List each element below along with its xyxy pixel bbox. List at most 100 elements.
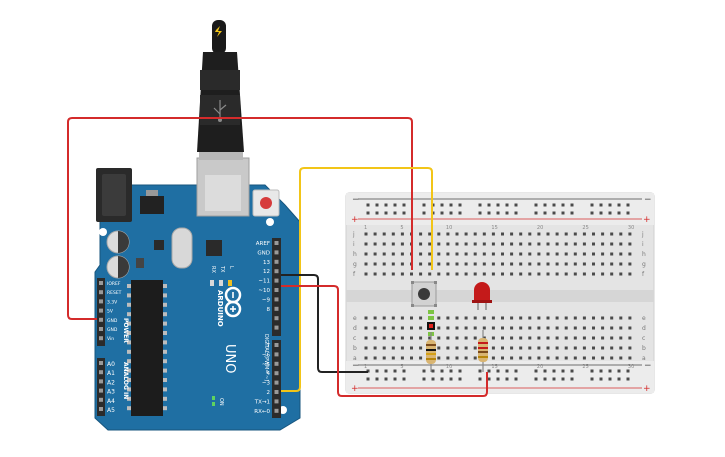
rail-hole[interactable] [570,369,574,373]
breadboard-hole[interactable] [391,262,395,266]
breadboard-hole[interactable] [382,232,386,236]
resistor-1[interactable] [426,332,436,372]
breadboard-hole[interactable] [619,262,623,266]
breadboard-hole[interactable] [473,252,477,256]
breadboard-hole[interactable] [473,316,477,320]
breadboard-hole[interactable] [491,316,495,320]
breadboard-hole[interactable] [373,336,377,340]
breadboard-hole[interactable] [373,232,377,236]
breadboard-hole[interactable] [464,316,468,320]
resistor-2[interactable] [478,330,488,372]
breadboard-hole[interactable] [482,272,486,276]
breadboard-hole[interactable] [564,272,568,276]
breadboard-hole[interactable] [610,356,614,360]
breadboard-hole[interactable] [519,336,523,340]
breadboard-hole[interactable] [455,262,459,266]
breadboard-hole[interactable] [382,346,386,350]
breadboard-hole[interactable] [555,262,559,266]
breadboard-hole[interactable] [555,326,559,330]
breadboard-hole[interactable] [564,346,568,350]
breadboard-hole[interactable] [400,356,404,360]
breadboard-hole[interactable] [510,326,514,330]
breadboard-hole[interactable] [592,356,595,360]
breadboard-hole[interactable] [437,356,441,360]
rail-hole[interactable] [375,377,379,381]
rail-hole[interactable] [552,211,556,215]
breadboard-hole[interactable] [419,336,423,340]
breadboard-hole[interactable] [528,272,532,276]
breadboard-hole[interactable] [619,356,623,360]
breadboard-hole[interactable] [382,316,386,320]
breadboard-hole[interactable] [501,316,504,320]
breadboard-hole[interactable] [446,326,450,330]
breadboard-hole[interactable] [382,262,386,266]
rail-hole[interactable] [505,211,509,215]
rail-hole[interactable] [617,369,621,373]
rail-hole[interactable] [543,211,547,215]
breadboard-hole[interactable] [446,336,450,340]
breadboard-hole[interactable] [582,336,586,340]
breadboard-hole[interactable] [555,232,559,236]
breadboard-hole[interactable] [400,326,404,330]
rail-hole[interactable] [478,211,482,215]
breadboard-hole[interactable] [455,272,459,276]
rail-hole[interactable] [478,203,482,207]
rail-hole[interactable] [496,377,500,381]
breadboard-hole[interactable] [546,272,550,276]
breadboard-hole[interactable] [428,252,432,256]
breadboard-hole[interactable] [510,242,514,246]
rail-hole[interactable] [590,377,594,381]
breadboard-hole[interactable] [400,242,404,246]
breadboard-hole[interactable] [419,272,423,276]
rail-hole[interactable] [458,203,462,207]
breadboard-hole[interactable] [537,242,541,246]
breadboard-hole[interactable] [428,232,432,236]
breadboard-hole[interactable] [592,336,595,340]
breadboard-hole[interactable] [410,356,413,360]
breadboard-hole[interactable] [546,356,550,360]
rail-hole[interactable] [608,203,612,207]
breadboard-hole[interactable] [546,336,550,340]
breadboard-hole[interactable] [391,272,395,276]
breadboard-hole[interactable] [455,242,459,246]
breadboard-hole[interactable] [410,346,413,350]
breadboard-hole[interactable] [419,232,423,236]
rail-hole[interactable] [608,377,612,381]
breadboard-hole[interactable] [382,326,386,330]
breadboard-hole[interactable] [628,336,632,340]
rail-hole[interactable] [561,203,565,207]
breadboard-hole[interactable] [564,356,568,360]
breadboard-hole[interactable] [592,252,595,256]
breadboard-hole[interactable] [582,242,586,246]
rail-hole[interactable] [514,203,518,207]
analog-header[interactable] [97,358,105,416]
rail-hole[interactable] [458,369,462,373]
breadboard-hole[interactable] [482,326,486,330]
breadboard-hole[interactable] [373,316,377,320]
usb-cable[interactable] [197,20,244,160]
breadboard-hole[interactable] [473,242,477,246]
breadboard-hole[interactable] [610,272,614,276]
breadboard-hole[interactable] [519,356,523,360]
rail-hole[interactable] [561,211,565,215]
breadboard-hole[interactable] [528,326,532,330]
breadboard-hole[interactable] [528,316,532,320]
rail-hole[interactable] [590,203,594,207]
rail-hole[interactable] [496,203,500,207]
breadboard-hole[interactable] [582,356,586,360]
rail-hole[interactable] [599,211,603,215]
breadboard-hole[interactable] [391,356,395,360]
breadboard-hole[interactable] [546,316,550,320]
breadboard-hole[interactable] [582,262,586,266]
rail-hole[interactable] [422,377,426,381]
breadboard-hole[interactable] [537,356,541,360]
rail-hole[interactable] [458,211,462,215]
breadboard-hole[interactable] [519,346,523,350]
wire-yellow-pin2[interactable] [281,167,433,392]
breadboard-hole[interactable] [473,262,477,266]
rail-hole[interactable] [449,211,453,215]
breadboard-hole[interactable] [364,316,368,320]
breadboard-hole[interactable] [491,232,495,236]
breadboard-hole[interactable] [610,326,614,330]
